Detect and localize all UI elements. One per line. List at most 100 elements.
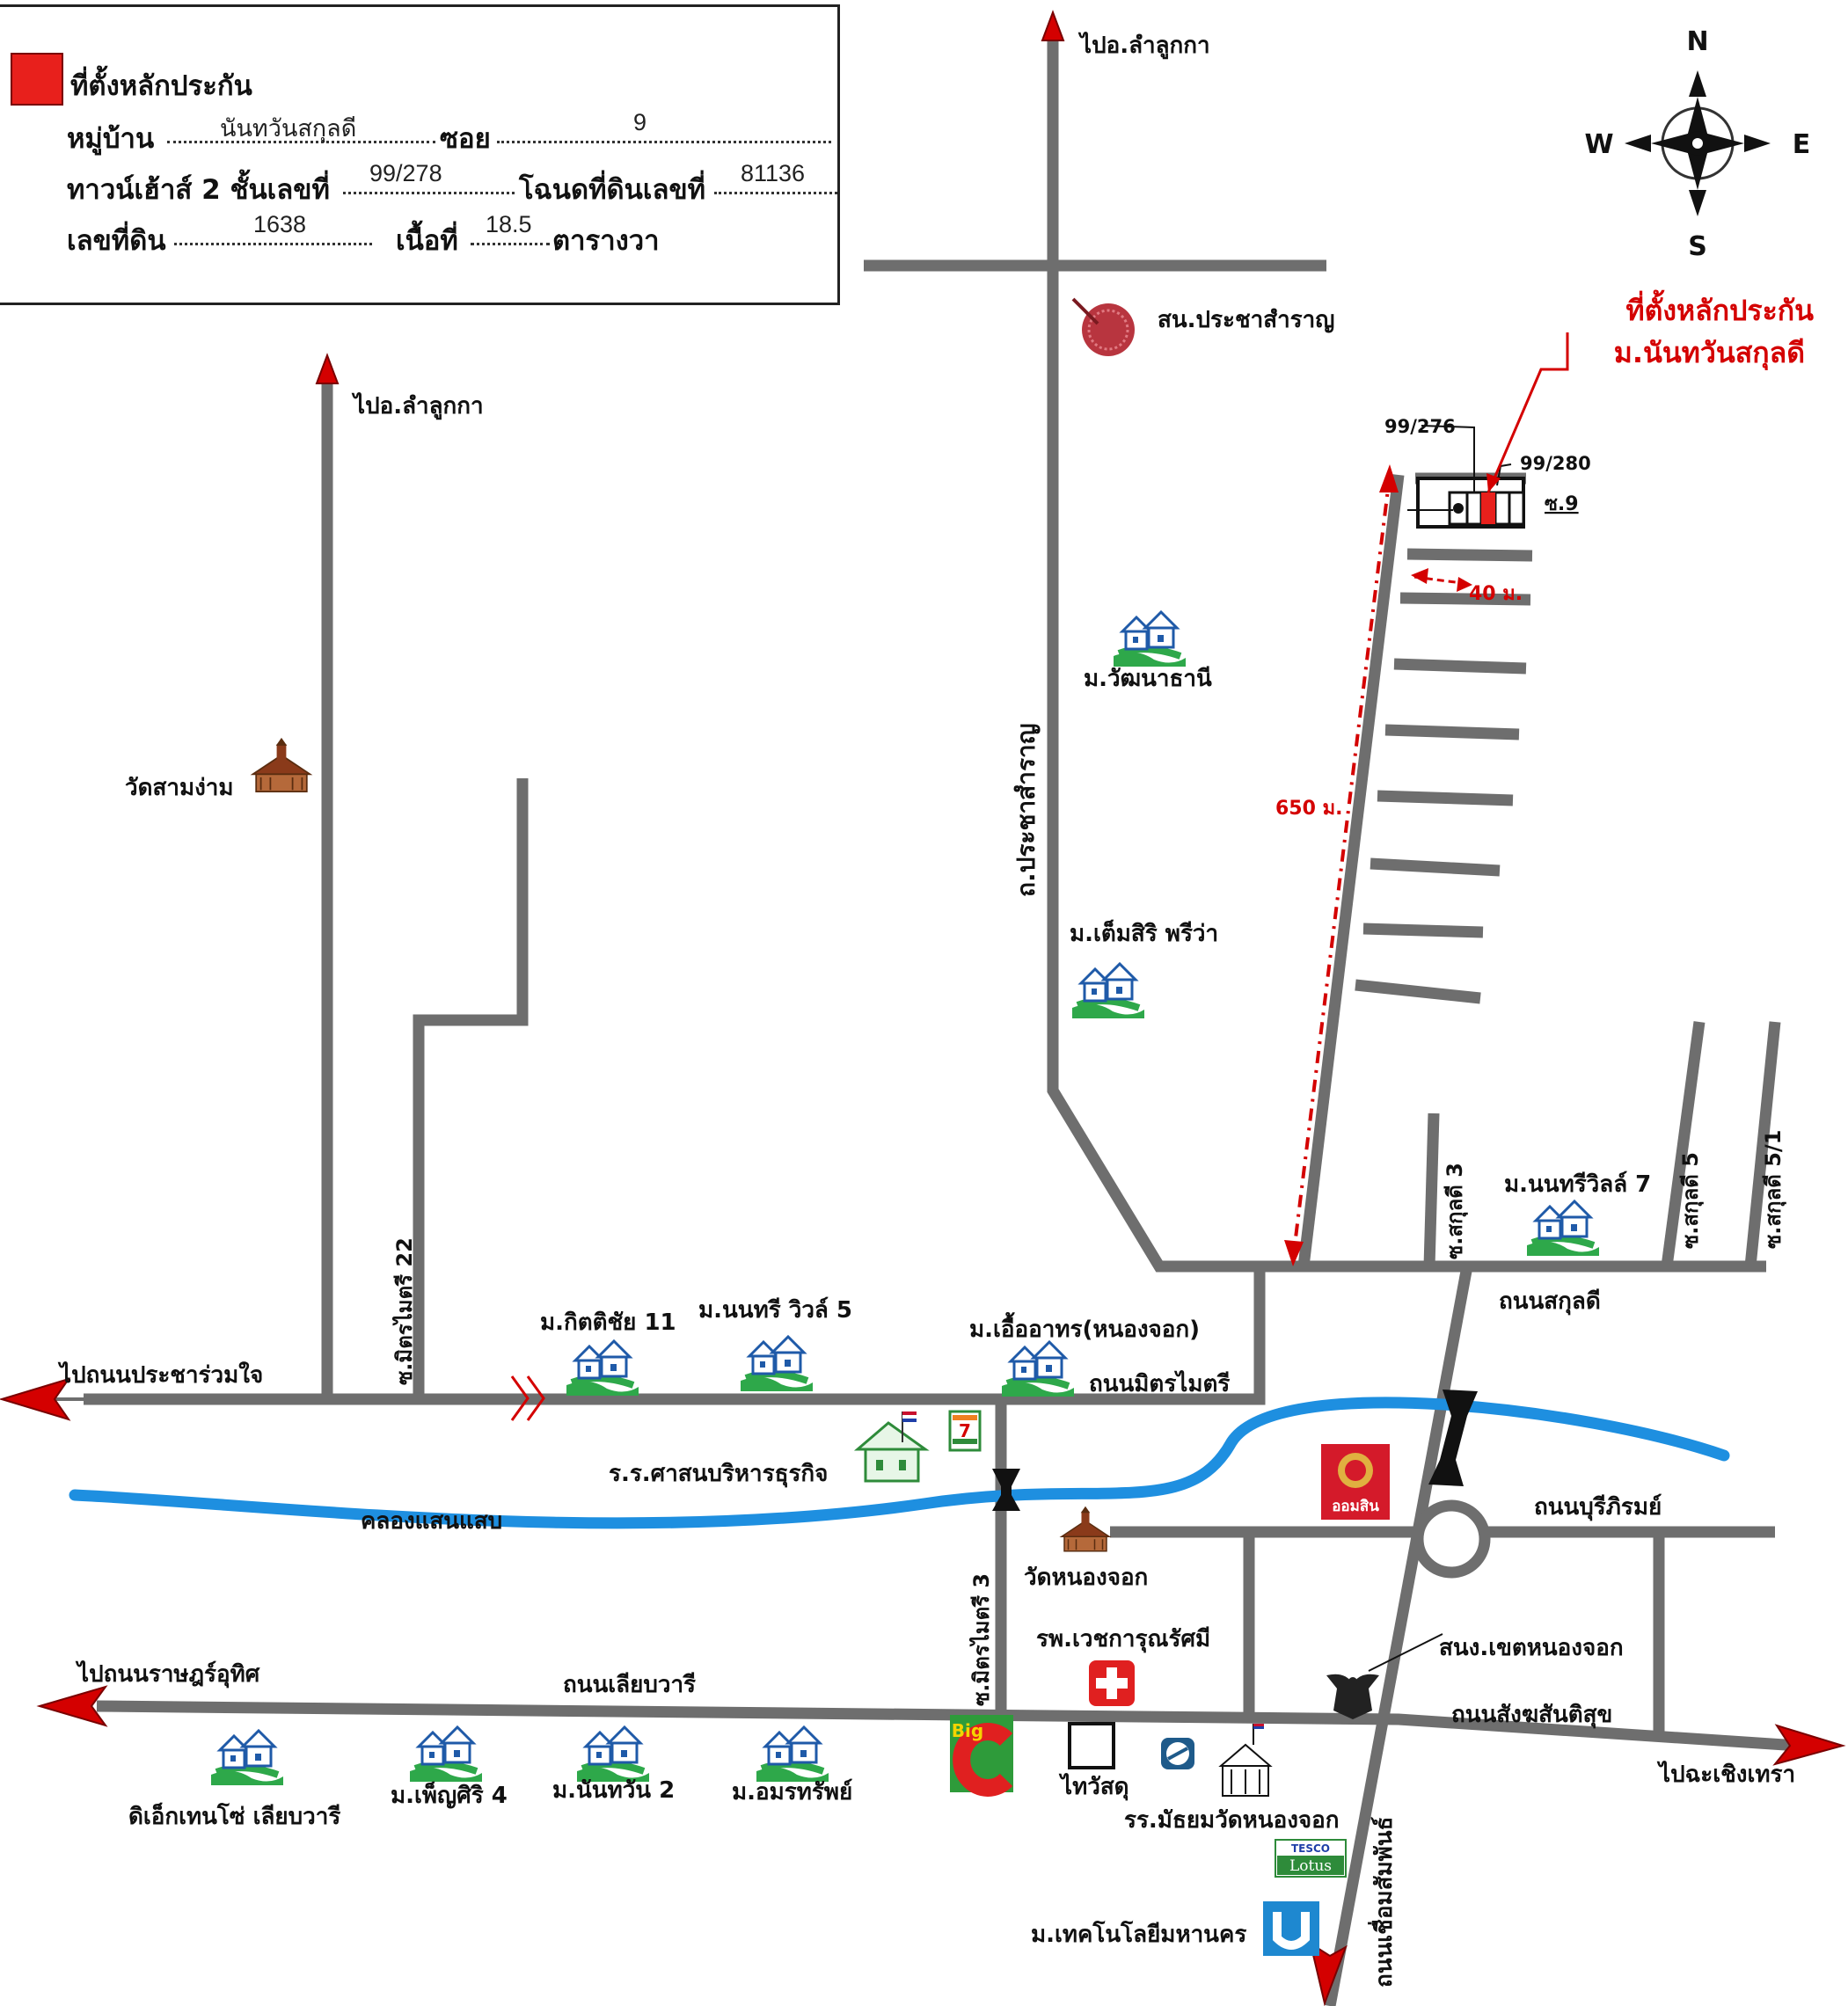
compass-e: E [1793,129,1811,160]
label-prachasamran-rd: ถ.ประชาสำราญ [1012,723,1041,897]
compass-icon [1625,70,1771,216]
info-area-value: 18.5 [486,211,532,237]
label-to-lamlukka-1: ไปอ.ลำลูกกา [1077,31,1210,60]
bridge-icon [992,1390,1478,1511]
label-house-left: 99/276 [1384,416,1456,437]
label-sakul3: ซ.สกุลดี 3 [1443,1163,1469,1259]
road-liap-wari [96,1700,1800,1752]
label-mitmaitri3: ซ.มิตรไมตรี 3 [968,1573,994,1706]
label-canal: คลองแสนแสบ [361,1508,502,1535]
village-icon [1527,1201,1599,1256]
road-sakul-3 [1423,1112,1440,1267]
info-village-label: หมู่บ้าน [67,123,155,155]
school-icon [853,1411,930,1483]
label-temsiri: ม.เต็มสิริ พรีว่า [1070,919,1218,947]
label-sangkhom-rd: ถนนสังฆสันติสุข [1451,1702,1612,1729]
arrow-right-icon [1772,1724,1846,1766]
label-wat-nong-chok: วัดหนองจอก [1024,1565,1148,1591]
info-soi-label: ซอย [440,123,491,155]
info-marker-label: ที่ตั้งหลักประกัน [70,70,252,102]
soi-3 [1393,658,1527,675]
label-hospital: รพ.เวชการุณรัศมี [1036,1626,1210,1653]
village-icon [1072,964,1144,1018]
label-to-ratsadon: ไปถนนราษฎร์อุทิศ [75,1660,260,1689]
roundabout [1412,1499,1491,1579]
info-house-label: ทาวน์เฮ้าส์ 2 ชั้นเลขที่ [67,174,330,206]
road-sakul-51 [1744,1021,1781,1267]
soi-8 [1355,979,1481,1004]
road-sakul-5 [1661,1021,1706,1267]
road-sakul-main [1297,474,1405,1267]
svg-text:Lotus: Lotus [1289,1857,1332,1875]
road-break-icon [510,1375,545,1421]
distance-650-line [1291,474,1391,1260]
label-amonsap: ม.อมรทรัพย์ [732,1778,852,1805]
label-police: สน.ประชาสำราญ [1158,307,1334,333]
big-c-icon: Big [950,1715,1013,1797]
info-land-no-label: เลขที่ดิน [67,225,166,257]
info-village-value: นันทวันสกุลดี [220,115,357,142]
label-chueam-samphan-rd: ถนนเชื่อมสัมพันธ์ [1367,1817,1398,1988]
svg-text:ออมสิน: ออมสิน [1332,1498,1379,1515]
hospital-icon [1089,1660,1135,1706]
globe-icon [1161,1738,1194,1769]
label-sakul-rd: ถนนสกุลดี [1499,1288,1601,1316]
thai-watsadu-icon [1068,1722,1115,1769]
village-icon [410,1727,482,1782]
compass-n: N [1686,26,1708,57]
label-kittichai: ม.กิตติชัย 11 [540,1309,676,1336]
label-watthana: ม.วัฒนาธานี [1084,666,1212,692]
label-to-chachoengsao: ไปฉะเชิงเทรา [1656,1760,1795,1788]
collateral-info-box: ที่ตั้งหลักประกัน หมู่บ้าน นันทวันสกุลดี… [0,4,840,305]
svg-text:Big: Big [952,1720,983,1741]
arrow-down-icon [1309,1941,1348,2006]
university-icon [1263,1901,1319,1956]
svg-text:7: 7 [959,1420,971,1441]
arrow-up-icon [1041,10,1065,41]
police-station-icon [1071,297,1135,356]
info-deed-value: 81136 [741,160,806,186]
label-technology-univ: ม.เทคโนโลยีมหานคร [1031,1920,1246,1948]
label-dist-650: 650 ม. [1275,798,1342,820]
arrow-left-icon [36,1685,108,1727]
label-to-pracha-ruam-jai: ไปถนนประชาร่วมใจ [57,1360,263,1389]
village-icon [1114,612,1186,667]
village-icon [566,1341,639,1396]
road-mitmaitri-22 [413,778,529,1398]
label-thai-watsadu: ไทวัสดุ [1058,1772,1129,1801]
seven-eleven-icon: 7 [948,1410,982,1452]
label-sakul5: ซ.สกุลดี 5 [1678,1152,1705,1249]
label-mitmaitri22: ซ.มิตรไมตรี 22 [391,1237,417,1385]
label-to-lamlukka-2: ไปอ.ลำลูกกา [351,391,484,420]
soi-1 [1406,548,1533,562]
compass-w: W [1584,129,1613,160]
gsb-bank-icon: ออมสิน [1321,1444,1390,1520]
arrow-up-icon [315,353,340,384]
label-nanthawan2: ม.นันทวัน 2 [552,1777,675,1804]
collateral-marker-legend-icon [11,53,63,106]
label-phensiri: ม.เพ็ญศิริ 4 [391,1781,508,1809]
label-nonthree5: ม.นนทรี วิวล์ 5 [698,1296,852,1324]
compass-s: S [1688,231,1707,262]
info-soi-value: 9 [633,109,647,135]
collateral-block [1407,332,1569,529]
village-icon [211,1731,283,1785]
village-icon [756,1727,829,1782]
soi-7 [1362,923,1484,938]
label-house-right: 99/280 [1520,453,1591,474]
label-ueaathon: ม.เอื้ออาทร(หนองจอก) [969,1311,1200,1343]
village-icon [577,1727,649,1782]
village-icon [741,1337,813,1391]
label-district-office: สนง.เขตหนองจอก [1439,1635,1624,1661]
svg-text:TESCO: TESCO [1291,1842,1330,1855]
arrows [0,10,1846,2006]
canal-line [69,1397,1730,1529]
temple-icon [252,737,311,793]
label-liap-wari-rd: ถนนเลียบวารี [563,1672,696,1698]
label-collateral-title-1: ที่ตั้งหลักประกัน [1625,289,1814,327]
arrow-left-icon [0,1377,71,1421]
info-area-unit: ตารางวา [552,225,660,257]
road-mitmaitri [84,1266,1266,1405]
label-wat-sam-ngam: วัดสามง่าม [125,775,234,801]
